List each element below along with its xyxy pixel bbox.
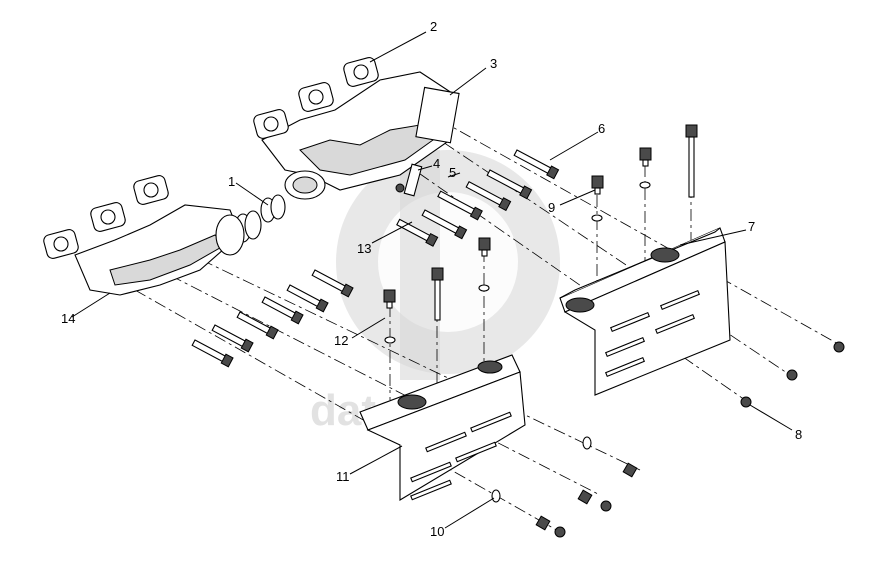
callout-10: 10 bbox=[430, 524, 444, 539]
nuts-and-washers bbox=[491, 341, 845, 538]
callout-13: 13 bbox=[357, 241, 371, 256]
callout-14: 14 bbox=[61, 311, 75, 326]
bracket-strap bbox=[395, 163, 423, 197]
heat-shield-right bbox=[559, 227, 731, 396]
callout-5: 5 bbox=[449, 165, 456, 180]
callout-12: 12 bbox=[334, 333, 348, 348]
leader-lines bbox=[71, 31, 793, 529]
callout-8: 8 bbox=[795, 427, 802, 442]
callout-labels: 1 2 3 4 5 6 7 8 9 10 11 12 13 14 bbox=[61, 19, 802, 539]
heat-shield-left bbox=[359, 354, 526, 501]
callout-9: 9 bbox=[548, 200, 555, 215]
gasket-left-1 bbox=[133, 175, 169, 205]
gasket-left-3 bbox=[43, 229, 79, 259]
callout-3: 3 bbox=[490, 56, 497, 71]
gasket-left-2 bbox=[90, 202, 126, 232]
bolts-upper bbox=[396, 149, 560, 247]
gasket-top-1 bbox=[343, 57, 379, 87]
exhaust-manifold-right bbox=[253, 57, 460, 200]
callout-11: 11 bbox=[336, 469, 350, 484]
callout-1: 1 bbox=[228, 174, 235, 189]
gasket-top-3 bbox=[253, 109, 289, 139]
exhaust-manifold-left bbox=[43, 175, 245, 296]
callout-2: 2 bbox=[430, 19, 437, 34]
bolts-lower bbox=[191, 269, 354, 368]
vertical-bolts bbox=[383, 124, 698, 344]
callout-4: 4 bbox=[433, 156, 440, 171]
gasket-top-2 bbox=[298, 82, 334, 112]
callout-7: 7 bbox=[748, 219, 755, 234]
callout-6: 6 bbox=[598, 121, 605, 136]
